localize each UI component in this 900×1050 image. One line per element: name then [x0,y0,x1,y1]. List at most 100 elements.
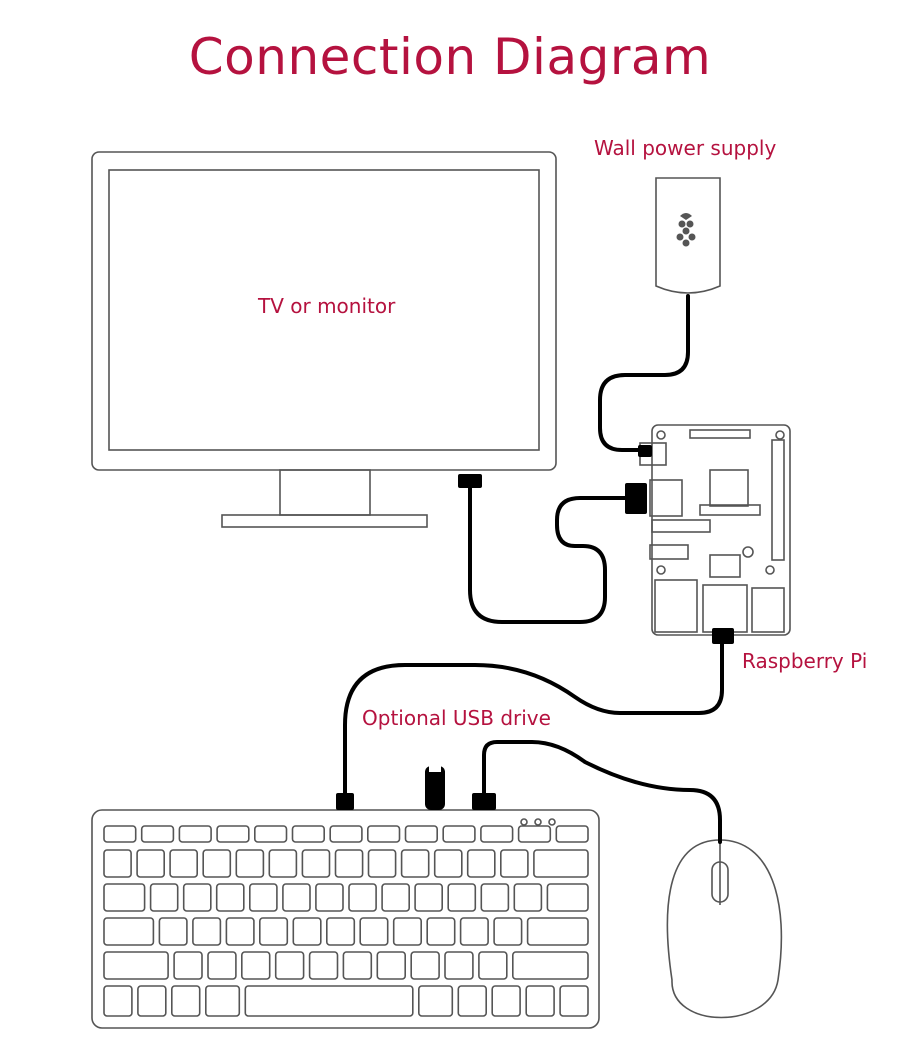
hdmi-plug-monitor [458,474,482,488]
keyboard-key [103,825,137,843]
keyboard-key [325,917,356,946]
usb-plug-pi [712,628,734,644]
keyboard-key [216,825,250,843]
usb-drive-icon [425,766,445,810]
keyboard-key [140,825,175,843]
keyboard-key [315,883,344,912]
keyboard-key [268,849,298,878]
label-wall-power-supply: Wall power supply [594,136,777,160]
raspberry-pi-board-icon [639,424,791,636]
keyboard-key [249,883,278,912]
keyboard-key [103,917,155,946]
keyboard-key [103,883,146,912]
keyboard-key [459,917,489,946]
keyboard-key [517,825,552,843]
label-tv-or-monitor: TV or monitor [258,294,396,318]
keyboard-key [414,883,444,912]
keyboard-key [282,883,311,912]
keyboard-key [103,951,169,980]
keyboard-key [559,985,589,1017]
keyboard-key [526,917,589,946]
usb-plug-mouse [472,793,496,810]
keyboard-key [137,985,167,1017]
keyboard-key [348,883,377,912]
keyboard-key [381,883,411,912]
keyboard-key [178,825,212,843]
keyboard-key [410,951,440,980]
keyboard-key [444,951,474,980]
keyboard-key [291,825,326,843]
keyboard-key [334,849,364,878]
keyboard-key [525,985,555,1017]
keyboard-key [274,951,305,980]
keyboard-key [400,849,430,878]
keyboard-key [169,849,199,878]
mouse-cable [482,740,722,844]
keyboard-key [442,825,476,843]
keyboard-key [447,883,477,912]
cables [343,294,724,844]
keyboard-key [241,951,271,980]
keyboard-key [366,825,401,843]
label-raspberry-pi: Raspberry Pi [742,649,868,673]
keyboard-key [192,917,222,946]
keyboard-key [466,849,496,878]
keyboard-key [301,849,331,878]
keyboard-key [254,825,288,843]
keyboard-key [546,883,589,912]
keyboard-key [103,849,132,878]
hdmi-plug-pi [625,483,647,514]
connectors [336,445,734,810]
keyboard-key [555,825,589,843]
keyboard-key [404,825,439,843]
keyboard-key [342,951,373,980]
keyboard-key [205,985,241,1017]
keyboard-key [511,951,589,980]
keyboard-key [426,917,456,946]
power-cable [598,294,690,452]
keyboard-key [433,849,463,878]
keyboard-cable [343,638,724,797]
keyboard-key [207,951,237,980]
keyboard-key [478,951,508,980]
usb-drive-cap [429,766,441,772]
keyboard-key [182,883,212,912]
hdmi-cable [468,486,630,624]
keyboard-key [457,985,487,1017]
keyboard-key [171,985,201,1017]
keyboard-key [308,951,339,980]
keyboard-key [173,951,203,980]
keyboard-key [292,917,322,946]
keyboard-key [376,951,406,980]
monitor-icon [91,151,557,528]
keyboard-key [359,917,389,946]
raspberry-logo-icon [676,213,696,247]
keyboard-key [244,985,414,1017]
keyboard-key [225,917,255,946]
usb-plug-keyboard [336,793,354,810]
keyboard-key [480,825,514,843]
keyboard-icon [91,809,600,1029]
keyboard-key [499,849,529,878]
keyboard-key [392,917,423,946]
keyboard-key [367,849,397,878]
keyboard-key [258,917,289,946]
keyboard-key [480,883,510,912]
keyboard-key [136,849,166,878]
mouse-icon [666,839,783,1019]
keyboard-key [235,849,265,878]
keyboard-key [215,883,245,912]
keyboard-key [202,849,232,878]
label-optional-usb-drive: Optional USB drive [362,706,551,730]
keyboard-key [493,917,523,946]
keyboard-key [533,849,589,878]
diagram-title: Connection Diagram [188,28,712,86]
keyboard-key [513,883,543,912]
keyboard-key [149,883,179,912]
keyboard-key [158,917,188,946]
power-plug-pi [638,445,652,457]
keyboard-key [103,985,133,1017]
power-supply-icon [655,177,721,294]
keyboard-key [491,985,521,1017]
